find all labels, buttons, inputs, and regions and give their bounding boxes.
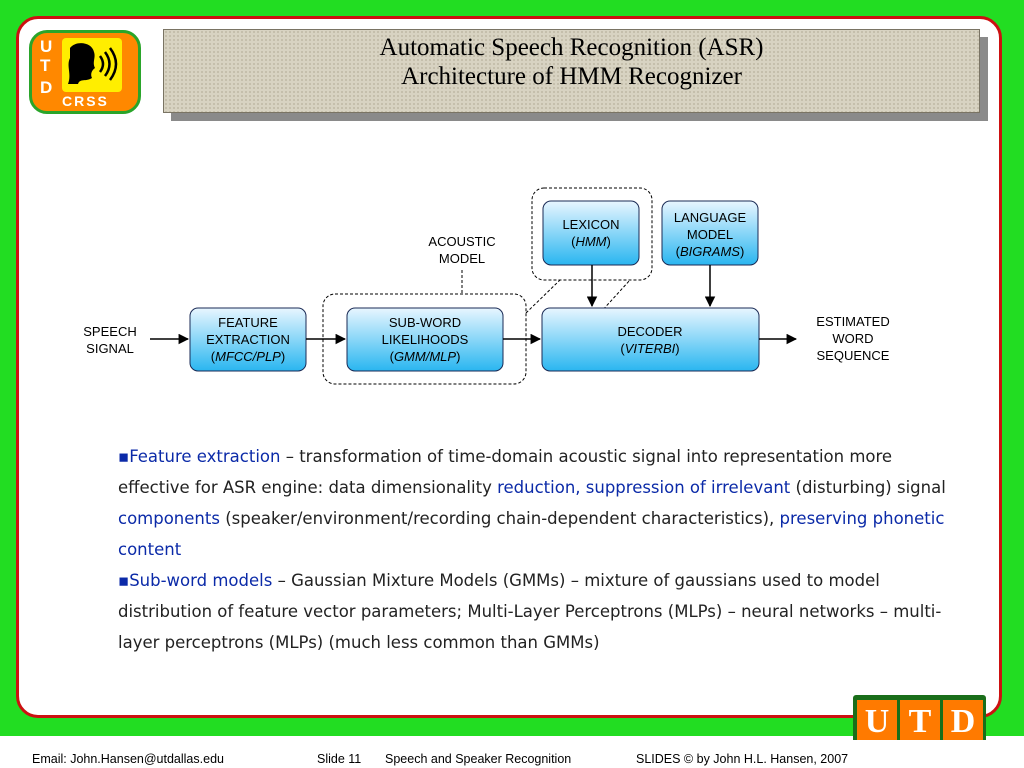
logo-letter-u: U bbox=[40, 37, 53, 56]
feature-line-1: FEATURE bbox=[218, 315, 278, 330]
speech-signal-label-2: SIGNAL bbox=[86, 341, 134, 356]
text-span: – Gaussian Mixture Models (GMMs) – mixtu… bbox=[118, 571, 942, 652]
bullet-marker: ▪ bbox=[118, 447, 130, 466]
title-line-2: Architecture of HMM Recognizer bbox=[401, 63, 742, 90]
text-span: (disturbing) signal bbox=[790, 478, 946, 497]
output-label-3: SEQUENCE bbox=[817, 348, 890, 363]
footer-email: Email: John.Hansen@utdallas.edu bbox=[32, 752, 224, 766]
logo-letter-d: D bbox=[40, 78, 53, 97]
highlight-span: components bbox=[118, 509, 220, 528]
bullet-subword-models: ▪Sub-word models – Gaussian Mixture Mode… bbox=[118, 565, 958, 658]
slide-card bbox=[16, 16, 1002, 718]
bullet-feature-extraction: ▪Feature extraction – transformation of … bbox=[118, 441, 958, 565]
lexicon-group bbox=[531, 187, 653, 281]
feature-line-3: (MFCC/PLP) bbox=[211, 349, 285, 364]
term-feature-extraction: Feature extraction bbox=[129, 447, 281, 466]
speaker-face-icon bbox=[62, 38, 122, 92]
lexicon-line-2: (HMM) bbox=[571, 234, 611, 249]
subword-line-3: (GMM/MLP) bbox=[390, 349, 461, 364]
bullet-marker: ▪ bbox=[118, 571, 130, 590]
footer-slide-number: Slide 11 bbox=[317, 752, 362, 766]
explanation-text: ▪Feature extraction – transformation of … bbox=[118, 441, 958, 658]
language-line-3: (BIGRAMS) bbox=[676, 244, 745, 259]
subword-line-2: LIKELIHOODS bbox=[382, 332, 469, 347]
output-label-1: ESTIMATED bbox=[816, 314, 889, 329]
title-box: Automatic Speech Recognition (ASR) Archi… bbox=[163, 29, 980, 113]
utd-letter-d: D bbox=[943, 700, 983, 744]
lexicon-box bbox=[542, 200, 640, 266]
crss-logo: U T D CRSS bbox=[29, 30, 141, 114]
output-label-2: WORD bbox=[832, 331, 873, 346]
highlight-span: reduction, suppression of irrelevant bbox=[497, 478, 791, 497]
lexicon-line-1: LEXICON bbox=[562, 217, 619, 232]
acoustic-model-label-1: ACOUSTIC bbox=[428, 234, 495, 249]
speech-signal-label-1: SPEECH bbox=[83, 324, 136, 339]
text-span: – transformation of time-domain acoustic… bbox=[118, 447, 893, 497]
footer: Email: John.Hansen@utdallas.edu Slide 11… bbox=[0, 740, 1024, 768]
utd-logo: U T D bbox=[853, 695, 986, 750]
logo-letter-t: T bbox=[40, 56, 51, 75]
term-subword-models: Sub-word models bbox=[129, 571, 273, 590]
logo-crss-text: CRSS bbox=[62, 93, 109, 109]
utd-letter-u: U bbox=[857, 700, 897, 744]
subword-line-1: SUB-WORD bbox=[389, 315, 461, 330]
decoder-lexicon-dash-1 bbox=[525, 279, 561, 314]
footer-credit: SLIDES © by John H.L. Hansen, 2007 bbox=[636, 752, 849, 766]
decoder-box bbox=[541, 307, 760, 372]
language-line-1: LANGUAGE bbox=[674, 210, 747, 225]
feature-line-2: EXTRACTION bbox=[206, 332, 290, 347]
decoder-line-1: DECODER bbox=[617, 324, 682, 339]
footer-course: Speech and Speaker Recognition bbox=[385, 752, 572, 766]
text-span: (speaker/environment/recording chain-dep… bbox=[219, 509, 780, 528]
acoustic-model-label-2: MODEL bbox=[439, 251, 485, 266]
highlight-span: preserving phonetic content bbox=[118, 509, 945, 559]
language-line-2: MODEL bbox=[687, 227, 733, 242]
utd-letter-t: T bbox=[900, 700, 940, 744]
decoder-line-2: (VITERBI) bbox=[620, 341, 679, 356]
title-line-1: Automatic Speech Recognition (ASR) bbox=[379, 34, 764, 61]
